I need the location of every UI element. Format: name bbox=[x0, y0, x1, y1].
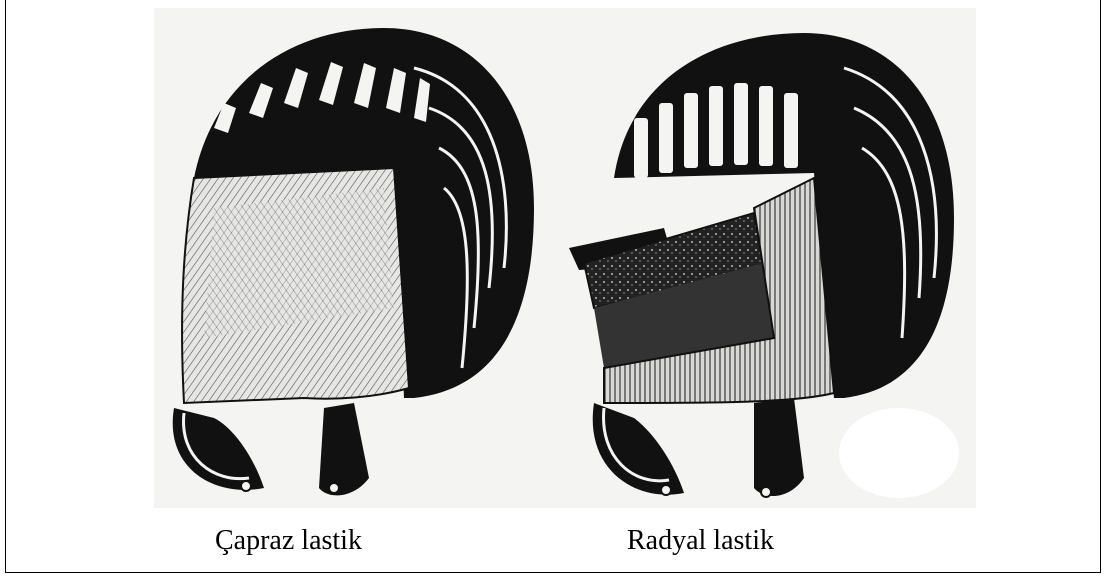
figure-frame bbox=[5, 0, 1101, 573]
bias-tire-drawing bbox=[173, 28, 534, 495]
caption-bias-tire: Çapraz lastik bbox=[215, 525, 362, 557]
tire-illustration bbox=[154, 8, 976, 508]
caption-radial-tire: Radyal lastik bbox=[627, 525, 774, 557]
